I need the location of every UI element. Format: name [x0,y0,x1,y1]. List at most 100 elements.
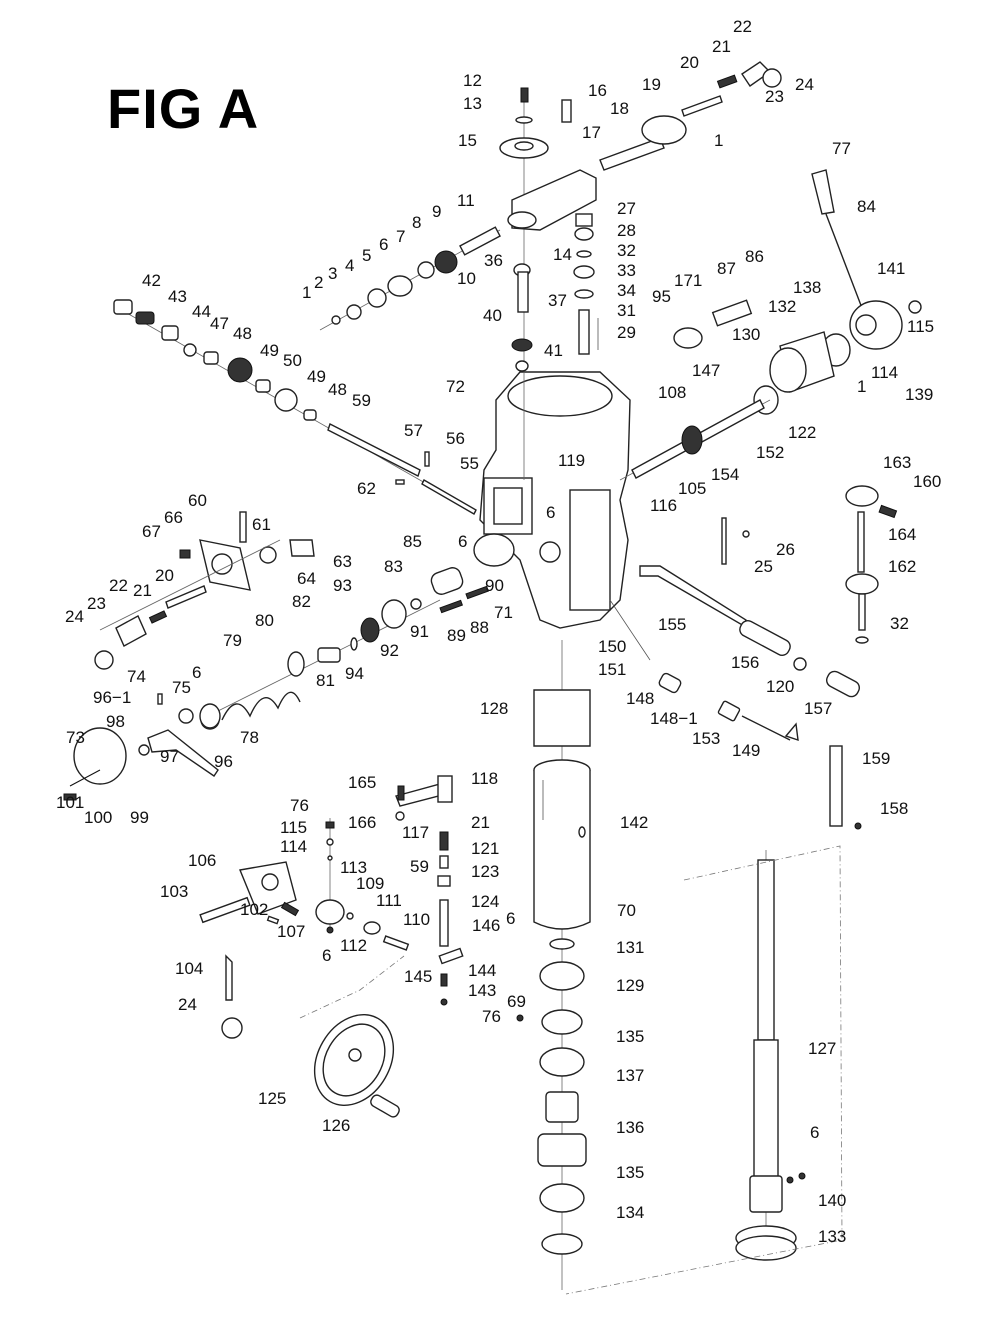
part-callout-c24c: 24 [178,995,197,1014]
part-callout-c76a: 76 [290,796,309,815]
part-callout-c136: 136 [616,1118,645,1137]
part-callout-c6d: 6 [192,663,202,682]
part-callout-c160: 160 [913,472,942,491]
part-callout-c155: 155 [658,615,687,634]
part-callout-c109: 109 [356,874,385,893]
part-callout-c114a: 114 [871,363,899,382]
part-callout-c64: 64 [297,569,316,588]
part-callout-c60: 60 [188,491,207,510]
part-callout-c164: 164 [888,525,917,544]
part-callout-c23a: 23 [765,87,784,106]
part-callout-c59b: 59 [410,857,429,876]
part-callout-c21c: 21 [471,813,490,832]
part-callout-c87: 87 [717,259,736,278]
part-callout-c61: 61 [252,515,271,534]
part-callout-c6c: 6 [458,532,468,551]
part-callout-c21b: 21 [133,581,152,600]
part-callout-c78: 78 [240,728,259,747]
part-callout-c1b: 1 [302,283,312,302]
part-callout-c50: 50 [283,351,302,370]
part-callout-c83: 83 [384,557,403,576]
part-callout-c69: 69 [507,992,526,1011]
part-callout-c154: 154 [711,465,740,484]
part-callout-c6a: 6 [379,235,389,254]
part-callout-c70: 70 [617,901,636,920]
part-callout-c41: 41 [544,341,563,360]
part-callout-c95: 95 [652,287,671,306]
part-callout-c49b: 49 [307,367,326,386]
part-callout-c82: 82 [292,592,311,611]
part-callout-c153: 153 [692,729,721,748]
part-callout-c129: 129 [616,976,645,995]
part-callout-c94: 94 [345,664,364,683]
part-callout-c140: 140 [818,1191,847,1210]
part-callout-c97: 97 [160,747,179,766]
part-callout-c124: 124 [471,892,500,911]
part-callout-c43: 43 [168,287,187,306]
figure-title: FIG A [107,77,260,140]
part-callout-c157: 157 [804,699,833,718]
part-callout-c96-1: 96−1 [93,688,132,707]
part-callout-c48a: 48 [233,324,252,343]
part-callout-c1a: 1 [714,131,724,150]
part-callout-c108: 108 [658,383,687,402]
part-callout-c67: 67 [142,522,161,541]
part-callout-c23b: 23 [87,594,106,613]
part-callout-c122: 122 [788,423,817,442]
part-callout-c42: 42 [142,271,161,290]
quill-assembly [516,689,591,1255]
part-callout-c127: 127 [808,1039,837,1058]
part-callout-c156: 156 [731,653,760,672]
part-callout-c118: 118 [471,769,499,788]
part-callout-c21a: 21 [712,37,731,56]
part-callout-c48b: 48 [328,380,347,399]
part-callout-c20b: 20 [155,566,174,585]
feed-gear-shaft [319,213,599,372]
part-callout-c44: 44 [192,302,211,321]
quill-lock-assembly [609,565,862,830]
part-callout-c9: 9 [432,202,442,221]
part-callout-c158: 158 [880,799,909,818]
part-callout-c57: 57 [404,421,423,440]
part-callout-c2: 2 [314,273,324,292]
depth-stop-assembly [721,485,898,644]
part-callout-c123: 123 [471,862,500,881]
part-callout-c29: 29 [617,323,636,342]
part-callout-c113: 113 [340,858,368,877]
part-callout-c96: 96 [214,752,233,771]
part-callout-c114b: 114 [280,837,308,856]
part-callout-c125: 125 [258,1089,287,1108]
part-callout-c1c: 1 [857,377,867,396]
feed-lever-assembly [63,693,221,801]
part-callout-c56: 56 [446,429,465,448]
part-callout-c138: 138 [793,278,822,297]
part-callout-c75: 75 [172,678,191,697]
part-callout-c81: 81 [316,671,335,690]
part-callout-c33: 33 [617,261,636,280]
part-callout-c135b: 135 [616,1163,645,1182]
part-callout-c63: 63 [333,552,352,571]
part-callout-c133: 133 [818,1227,847,1246]
part-callout-c22a: 22 [733,17,752,36]
part-callout-c100: 100 [84,808,113,827]
part-callout-c15: 15 [458,131,477,150]
part-callout-c74: 74 [127,667,146,686]
quill-stop-assembly [395,775,464,1006]
part-callout-c101: 101 [56,793,85,812]
part-callout-c16: 16 [588,81,607,100]
part-callout-c98: 98 [106,712,125,731]
part-callout-c165: 165 [348,773,377,792]
part-callout-c150: 150 [598,637,627,656]
part-callout-c107: 107 [277,922,306,941]
part-callout-c117: 117 [402,823,430,842]
part-callout-c8: 8 [412,213,422,232]
part-callout-c116: 116 [650,496,678,515]
part-callout-c37: 37 [548,291,567,310]
part-callout-c85: 85 [403,532,422,551]
spindle-reference-bracket [565,845,843,1295]
part-callout-c17: 17 [582,123,601,142]
part-callout-c84: 84 [857,197,876,216]
part-callout-c152: 152 [756,443,785,462]
part-callout-c5: 5 [362,246,372,265]
